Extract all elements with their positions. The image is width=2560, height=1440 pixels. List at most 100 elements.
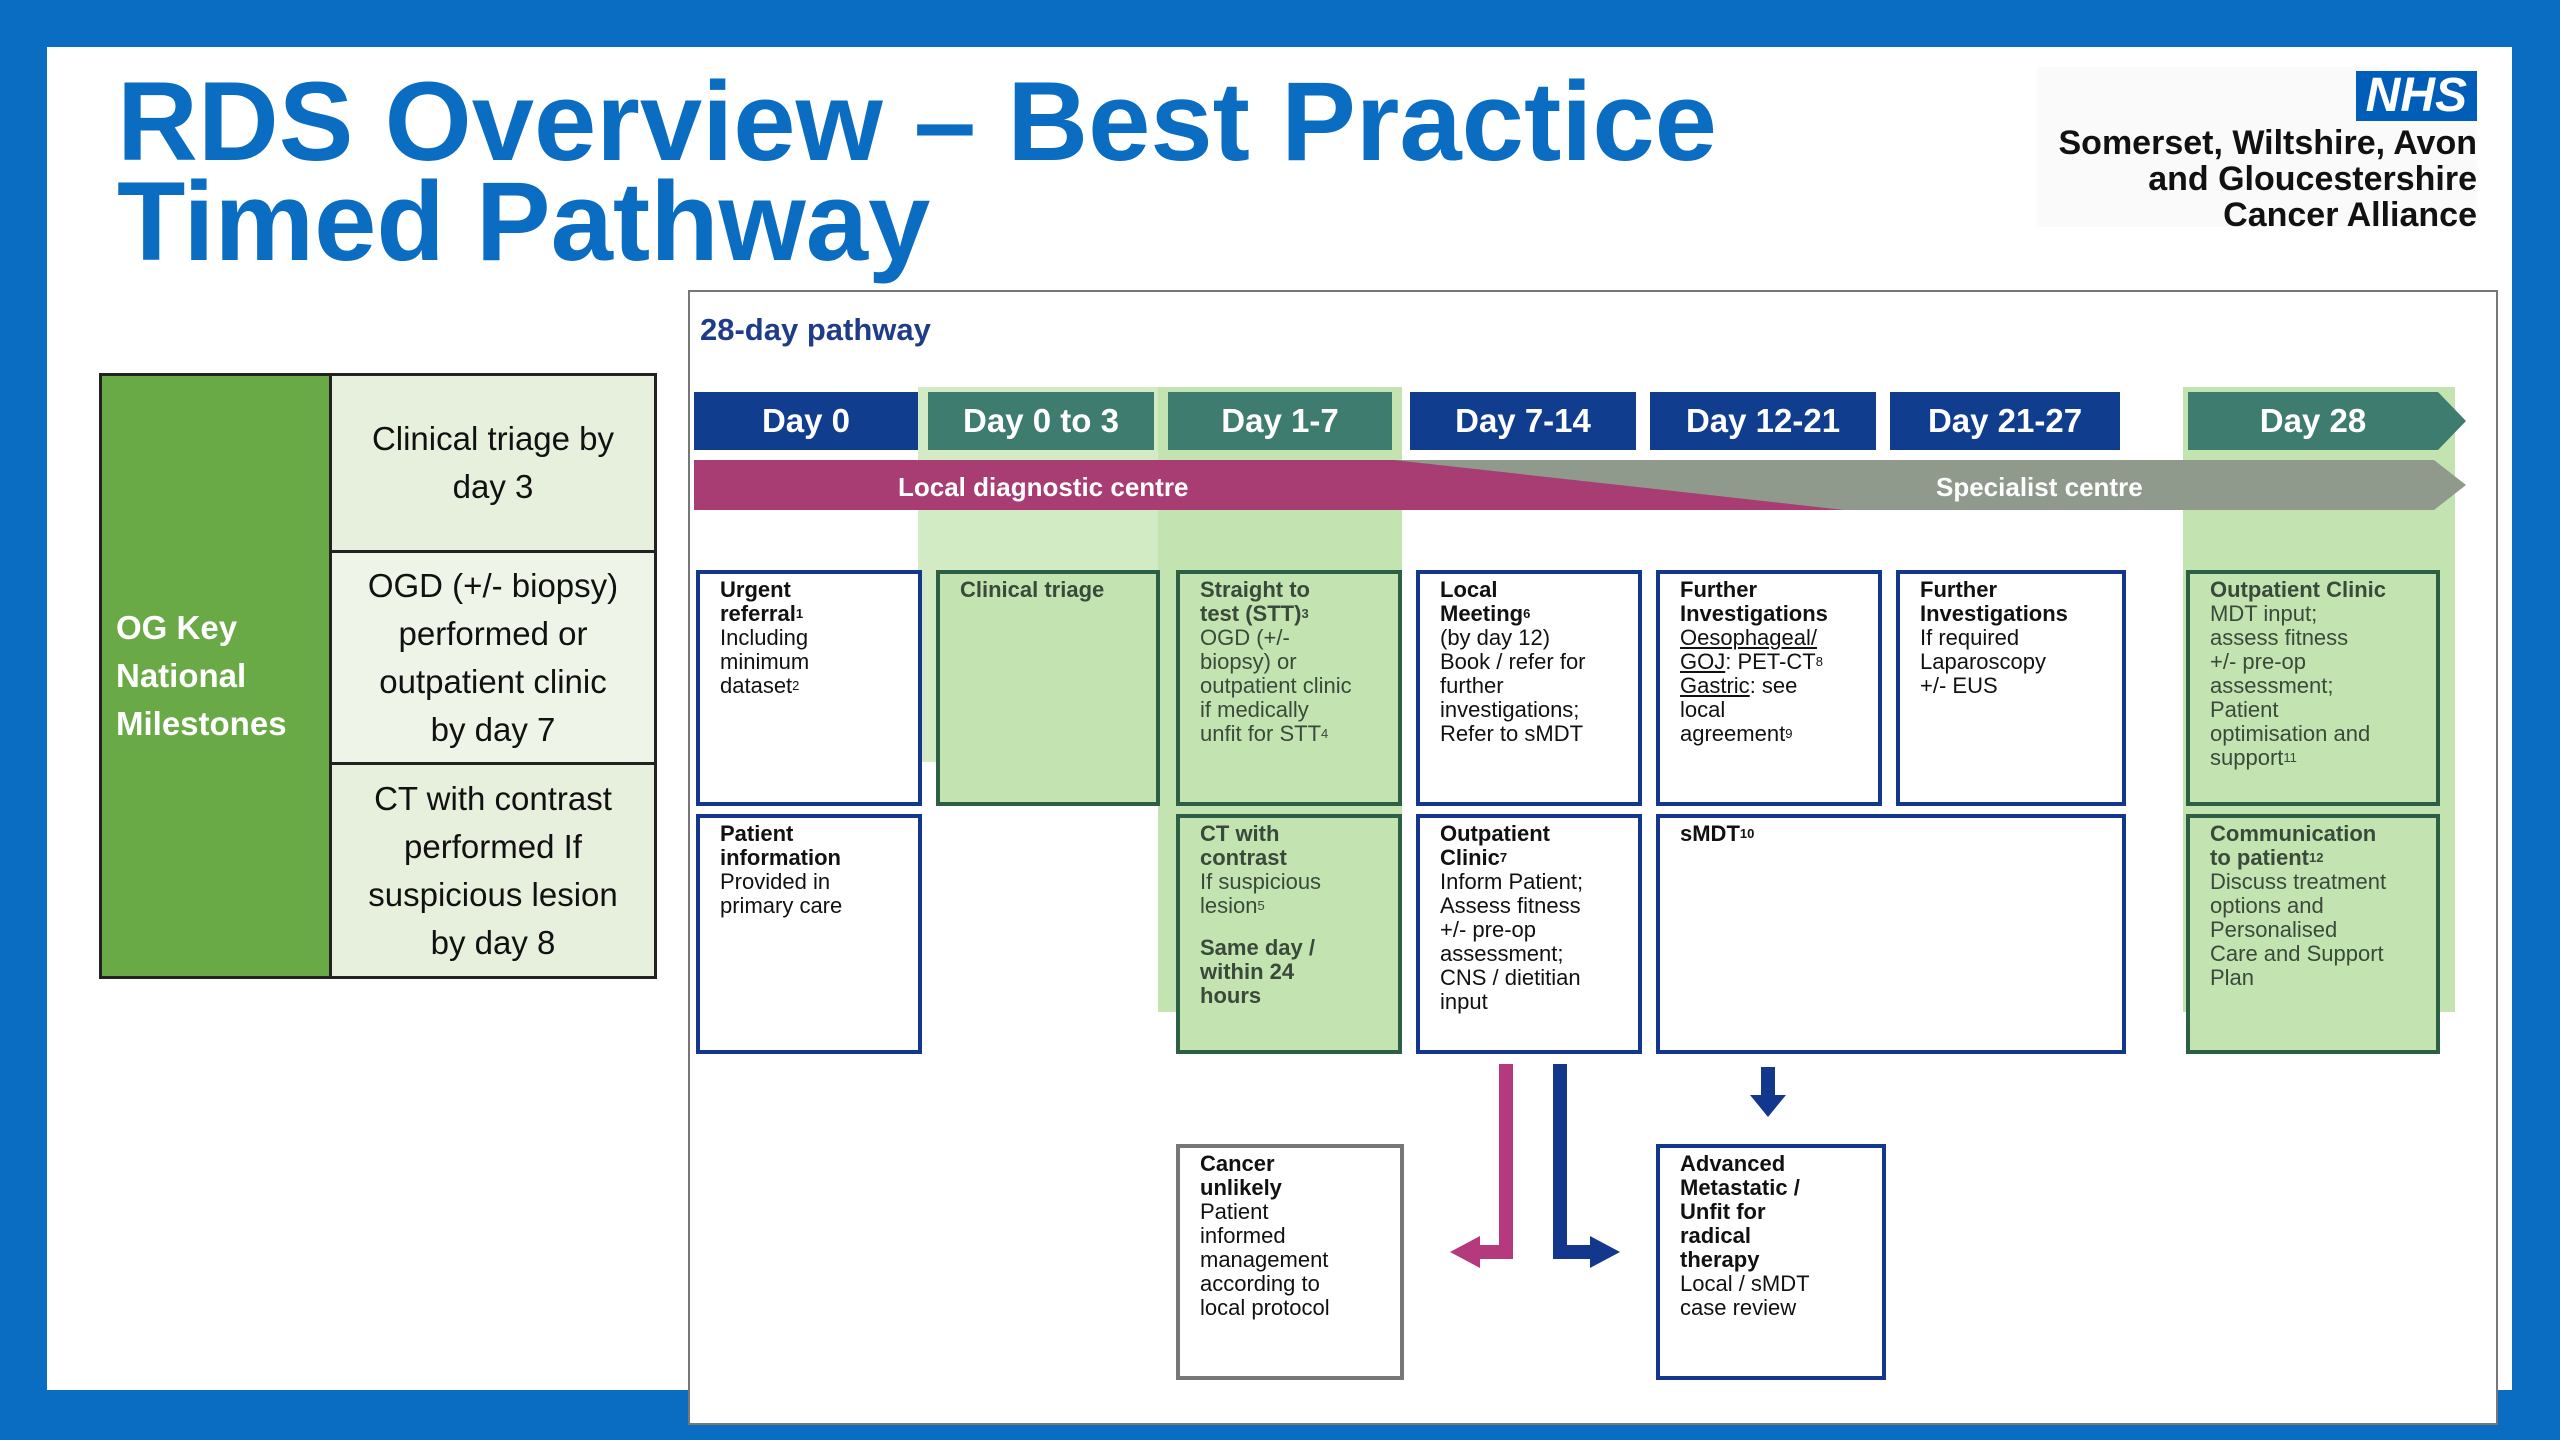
box-line: Inform Patient; — [1440, 869, 1584, 894]
advanced-metastatic-box: Advanced Metastatic / Unfit for radical … — [1656, 1144, 1886, 1380]
milestone-line: by day 7 — [430, 710, 556, 748]
box-title: hours — [1200, 983, 1262, 1008]
milestone-line: outpatient clinic — [379, 662, 607, 700]
box-line: +/- pre-op — [2210, 649, 2306, 674]
superscript: 11 — [2283, 750, 2297, 765]
milestone-line: Clinical triage by — [371, 420, 615, 457]
superscript: 1 — [795, 606, 804, 621]
box-title: referral — [720, 601, 796, 626]
box-title: Metastatic / — [1680, 1175, 1800, 1200]
box-title: sMDT — [1680, 821, 1740, 846]
org-line: and Gloucestershire — [2148, 160, 2477, 198]
box-line: Discuss treatment — [2210, 869, 2387, 894]
slide: RDS Overview – Best Practice Timed Pathw… — [47, 47, 2512, 1425]
box-line: : PET-CT — [1725, 649, 1816, 674]
box-title: Clinic — [1440, 845, 1500, 870]
milestones-cells: Clinical triage by day 3 OGD (+/- biopsy… — [332, 376, 654, 976]
outpatient-clinic-box: Outpatient Clinic7 Inform Patient; Asses… — [1416, 814, 1642, 1054]
box-line: +/- pre-op — [1440, 917, 1536, 942]
superscript: 9 — [1785, 726, 1793, 741]
magenta-down-left-arrow-icon — [1450, 1064, 1513, 1268]
box-line: primary care — [720, 893, 843, 918]
clinical-triage-box: Clinical triage — [936, 570, 1160, 806]
box-line: Including — [720, 625, 809, 650]
org-line: Somerset, Wiltshire, Avon — [2058, 124, 2478, 162]
box-line: Oesophageal/ — [1680, 625, 1817, 650]
box-line: investigations; — [1440, 697, 1580, 722]
org-line: Cancer Alliance — [2223, 196, 2477, 234]
box-line: CNS / dietitian — [1440, 965, 1581, 990]
box-line: optimisation and — [2210, 721, 2371, 746]
milestones-header-line: OG Key — [116, 609, 238, 646]
box-title: Meeting — [1440, 601, 1524, 626]
box-line: if medically — [1200, 697, 1309, 722]
box-line: MDT input; — [2210, 601, 2318, 626]
day-28-header-arrow — [2188, 392, 2466, 450]
superscript: 3 — [1301, 606, 1309, 621]
box-title: Patient — [720, 821, 794, 846]
box-line: according to — [1200, 1271, 1320, 1296]
day-header: Day 1-7 — [1168, 392, 1392, 450]
box-line: Patient — [1200, 1199, 1269, 1224]
box-line: outpatient clinic — [1200, 673, 1352, 698]
box-title: Local — [1440, 577, 1498, 602]
day-header: Day 28 — [2259, 402, 2367, 439]
box-title: Straight to — [1200, 577, 1310, 602]
box-line: Local / sMDT — [1680, 1271, 1810, 1296]
band-label-specialist: Specialist centre — [1936, 472, 2143, 502]
page-title: RDS Overview – Best Practice Timed Pathw… — [117, 59, 1717, 284]
box-title: Outpatient Clinic — [2210, 577, 2386, 602]
further-investigations-box: Further Investigations Oesophageal/ GOJ:… — [1656, 570, 1882, 806]
title-line-2: Timed Pathway — [117, 159, 931, 284]
box-line: Refer to sMDT — [1440, 721, 1584, 746]
box-line: options and — [2210, 893, 2324, 918]
day-header: Day 0 — [694, 392, 918, 450]
box-line: support — [2210, 745, 2284, 770]
title-line-1: RDS Overview – Best Practice — [117, 59, 1717, 184]
box-title: Outpatient — [1440, 821, 1550, 846]
box-title: Cancer — [1200, 1151, 1275, 1176]
pathway-arrows — [1450, 1064, 1786, 1268]
box-title: Investigations — [1920, 601, 2068, 626]
pathway-title: 28-day pathway — [700, 312, 931, 347]
nhs-org-name: Somerset, Wiltshire, Avon and Gloucester… — [2037, 124, 2478, 234]
milestones-header-line: National — [116, 657, 247, 694]
milestones-header-line: Milestones — [116, 705, 287, 742]
box-line: unfit for STT — [1200, 721, 1322, 746]
box-line: Patient — [2210, 697, 2279, 722]
milestones-header: OG Key National Milestones — [102, 376, 332, 976]
box-line: Book / refer for — [1440, 649, 1586, 674]
further-investigations-2-box: Further Investigations If required Lapar… — [1896, 570, 2126, 806]
box-title: Communication — [2210, 821, 2377, 846]
box-line: dataset — [720, 673, 793, 698]
box-line: local protocol — [1200, 1295, 1330, 1320]
box-line: informed — [1200, 1223, 1286, 1248]
day-header: Day 12-21 — [1650, 392, 1876, 450]
milestones-table: OG Key National Milestones Clinical tria… — [99, 373, 657, 979]
box-title: Investigations — [1680, 601, 1828, 626]
patient-information-box: Patient information Provided in primary … — [696, 814, 922, 1054]
box-line: : see — [1749, 673, 1798, 698]
box-line: case review — [1680, 1295, 1797, 1320]
milestone-line: by day 8 — [430, 923, 556, 961]
box-title: Same day / — [1200, 935, 1315, 960]
box-line: further — [1440, 673, 1504, 698]
box-title: Further — [1680, 577, 1757, 602]
superscript: 2 — [792, 678, 800, 693]
box-line: assessment; — [2210, 673, 2334, 698]
milestone-triage: Clinical triage by day 3 — [332, 376, 654, 550]
box-title: test (STT) — [1200, 601, 1302, 626]
navy-down-arrow-icon — [1750, 1067, 1786, 1117]
box-line: +/- EUS — [1920, 673, 1998, 698]
box-line: assess fitness — [2210, 625, 2349, 650]
nhs-badge: NHS — [2355, 71, 2477, 121]
day-header: Day 7-14 — [1410, 392, 1636, 450]
box-line: (by day 12) — [1440, 625, 1551, 650]
box-title: Advanced — [1680, 1151, 1786, 1176]
box-line: If suspicious — [1200, 869, 1322, 894]
box-title: CT with — [1200, 821, 1280, 846]
box-line: Plan — [2210, 965, 2255, 990]
box-title: Unfit for — [1680, 1199, 1766, 1224]
ct-with-contrast-box: CT with contrast If suspicious lesion5 S… — [1176, 814, 1402, 1054]
milestone-line: CT with contrast — [374, 779, 612, 817]
